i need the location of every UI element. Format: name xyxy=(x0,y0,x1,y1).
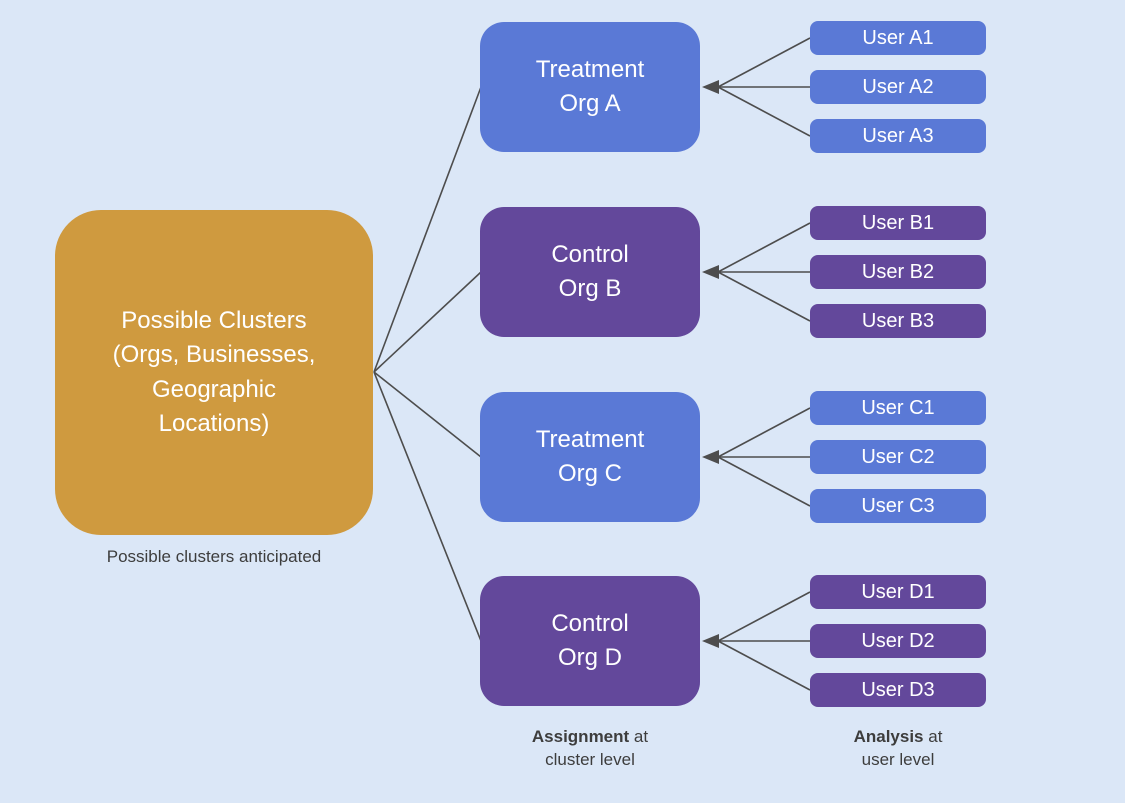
connector-line xyxy=(717,222,811,273)
user-lines-org-d xyxy=(702,591,811,691)
user-lines-org-a xyxy=(702,37,811,137)
connector-line xyxy=(717,456,811,507)
org-label: Control Org D xyxy=(551,610,629,671)
footnote-analysis: Analysis at user level xyxy=(778,726,1018,772)
arrowhead-icon xyxy=(702,80,719,94)
fan-lines-cluster-to-orgs xyxy=(373,86,482,642)
user-box-c3: User C3 xyxy=(810,489,986,523)
user-box-b1: User B1 xyxy=(810,206,986,240)
org-label: Treatment Org C xyxy=(535,426,645,487)
org-label: Control Org B xyxy=(551,241,629,302)
connector-line xyxy=(717,407,811,458)
user-box-d1: User D1 xyxy=(810,575,986,609)
connector-line xyxy=(717,86,811,137)
user-box-a3: User A3 xyxy=(810,119,986,153)
user-lines-org-c xyxy=(702,407,811,507)
arrowhead-icon xyxy=(702,450,719,464)
footnote-analysis-rest: at user level xyxy=(861,727,943,769)
connector-line xyxy=(717,37,811,88)
user-box-a1: User A1 xyxy=(810,21,986,55)
user-lines-org-b xyxy=(702,222,811,322)
user-box-b2: User B2 xyxy=(810,255,986,289)
user-box-d2: User D2 xyxy=(810,624,986,658)
connector-line xyxy=(373,371,482,458)
footnote-analysis-bold: Analysis xyxy=(853,727,924,746)
org-box-treatment-c: Treatment Org C xyxy=(480,392,700,522)
cluster-caption: Possible clusters anticipated xyxy=(106,547,322,566)
org-label: Treatment Org A xyxy=(535,56,645,117)
org-box-treatment-a: Treatment Org A xyxy=(480,22,700,152)
connector-line xyxy=(373,371,482,642)
connector-line xyxy=(373,86,482,373)
connector-line xyxy=(717,271,811,322)
cluster-box: Possible Clusters (Orgs, Businesses, Geo… xyxy=(55,210,373,535)
connector-line xyxy=(373,271,482,373)
org-box-control-b: Control Org B xyxy=(480,207,700,337)
cluster-label: Possible Clusters (Orgs, Businesses, Geo… xyxy=(112,307,316,437)
user-box-c2: User C2 xyxy=(810,440,986,474)
connector-line xyxy=(717,640,811,691)
user-box-b3: User B3 xyxy=(810,304,986,338)
arrowhead-icon xyxy=(702,634,719,648)
arrowhead-icon xyxy=(702,265,719,279)
footnote-assignment: Assignment at cluster level xyxy=(455,726,725,772)
footnote-assignment-bold: Assignment xyxy=(531,727,630,746)
user-box-c1: User C1 xyxy=(810,391,986,425)
user-box-d3: User D3 xyxy=(810,673,986,707)
org-box-control-d: Control Org D xyxy=(480,576,700,706)
footnote-assignment-rest: at cluster level xyxy=(545,727,649,769)
connector-line xyxy=(717,591,811,642)
user-box-a2: User A2 xyxy=(810,70,986,104)
